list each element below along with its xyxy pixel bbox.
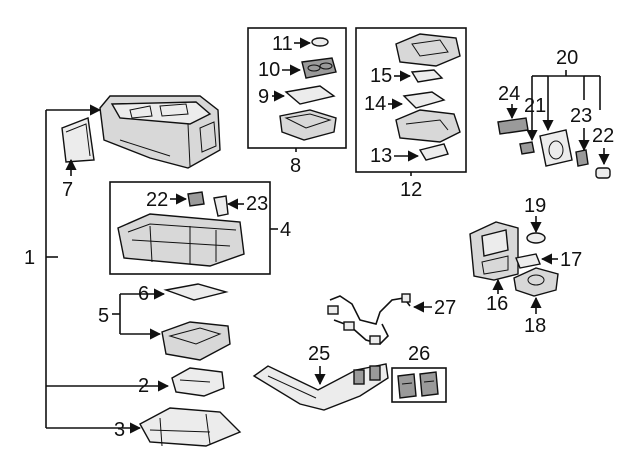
callout-5: 5 xyxy=(98,305,109,327)
callout-14: 14 xyxy=(364,93,386,115)
console-housing xyxy=(99,95,221,169)
callout-21: 21 xyxy=(524,95,546,117)
group-20-24: 20 24 21 23 22 xyxy=(497,47,614,179)
group-box-26: 26 xyxy=(391,343,447,403)
group-5-6: 5 6 xyxy=(98,283,231,361)
callout-22b: 22 xyxy=(592,125,614,147)
group-16-19: 19 16 17 18 xyxy=(469,195,582,337)
callout-1: 1 xyxy=(24,247,35,269)
callout-7: 7 xyxy=(62,179,73,201)
callout-9: 9 xyxy=(258,86,269,108)
callout-2: 2 xyxy=(138,375,149,397)
callout-22a: 22 xyxy=(146,189,168,211)
callout-26: 26 xyxy=(408,343,430,365)
callout-19: 19 xyxy=(524,195,546,217)
part-25-air-duct: 25 xyxy=(252,343,389,411)
callout-23a: 23 xyxy=(246,193,268,215)
callout-11: 11 xyxy=(272,33,293,55)
callout-23b: 23 xyxy=(570,105,592,127)
group-box-8: 8 11 10 9 xyxy=(247,27,347,177)
callout-6: 6 xyxy=(138,283,149,305)
callout-3: 3 xyxy=(114,419,125,441)
callout-18: 18 xyxy=(524,315,546,337)
callout-16: 16 xyxy=(486,293,508,315)
callout-12: 12 xyxy=(400,179,422,201)
part-2-bracket: 2 xyxy=(138,367,225,397)
callout-20: 20 xyxy=(556,47,578,69)
callout-10: 10 xyxy=(258,59,280,81)
group-box-4: 4 22 23 xyxy=(109,181,291,275)
main-bracket-1: 1 xyxy=(24,104,170,434)
callout-13: 13 xyxy=(370,145,392,167)
group-box-12: 12 15 14 13 xyxy=(355,27,467,201)
callout-17: 17 xyxy=(560,249,582,271)
callout-25: 25 xyxy=(308,343,330,365)
callout-4: 4 xyxy=(280,219,291,241)
callout-8: 8 xyxy=(290,155,301,177)
part-7-side-panel: 7 xyxy=(61,117,95,201)
callout-27: 27 xyxy=(434,297,456,319)
callout-24: 24 xyxy=(498,83,520,105)
part-3-base-frame: 3 xyxy=(114,407,242,447)
callout-15: 15 xyxy=(370,65,392,87)
part-27-wiring-harness: 27 xyxy=(327,293,456,345)
